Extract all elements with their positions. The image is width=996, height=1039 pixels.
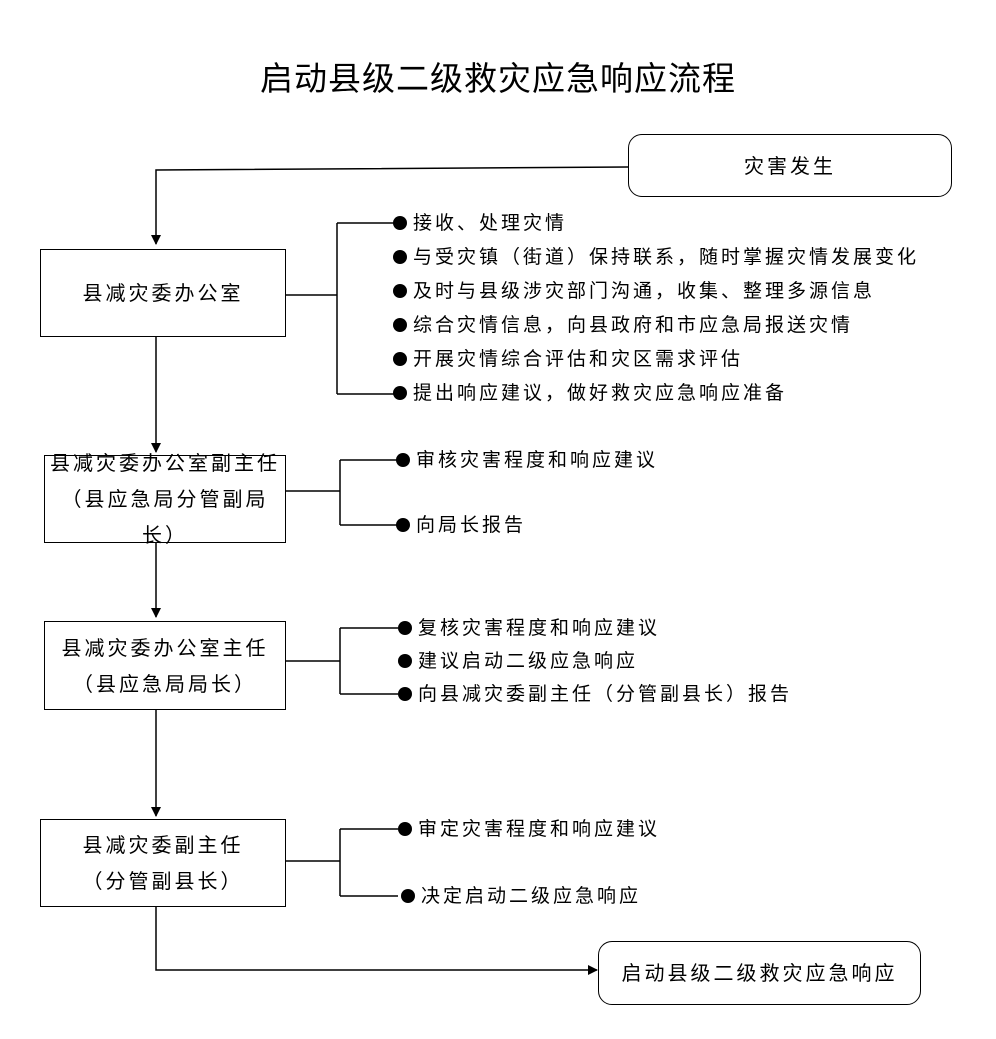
step-1-item-4: 综合灾情信息，向县政府和市应急局报送灾情 <box>393 314 853 336</box>
end-label: 启动县级二级救灾应急响应 <box>621 961 898 985</box>
bullet-dot-icon <box>393 284 407 298</box>
step-4-item-1: 审定灾害程度和响应建议 <box>398 818 660 840</box>
bullet-dot-icon <box>396 518 410 532</box>
step-4-box: 县减灾委副主任 （分管副县长） <box>40 819 286 907</box>
step-1-box: 县减灾委办公室 <box>40 249 286 337</box>
step-1-item-1: 接收、处理灾情 <box>393 212 567 234</box>
start-node: 灾害发生 <box>628 134 952 197</box>
diagram-title: 启动县级二级救灾应急响应流程 <box>260 59 736 98</box>
step-4-label-line1: 县减灾委副主任 <box>82 833 244 857</box>
step-4-label-line2: （分管副县长） <box>82 869 244 893</box>
step-3-item-3: 向县减灾委副主任（分管副县长）报告 <box>398 683 792 705</box>
bullet-dot-icon <box>398 822 412 836</box>
step-2-label-line2: （县应急局分管副局长） <box>61 487 269 547</box>
step-3-label-line2: （县应急局局长） <box>73 671 257 696</box>
step-1-item-5: 开展灾情综合评估和灾区需求评估 <box>393 348 743 370</box>
start-label: 灾害发生 <box>744 153 836 178</box>
step-3-item-1: 复核灾害程度和响应建议 <box>398 617 660 639</box>
step-3-label-line1: 县减灾委办公室主任 <box>61 635 269 660</box>
bullet-dot-icon <box>393 250 407 264</box>
step-1-item-2: 与受灾镇（街道）保持联系，随时掌握灾情发展变化 <box>393 246 919 268</box>
step-1-item-6: 提出响应建议，做好救灾应急响应准备 <box>393 382 787 404</box>
step-1-label: 县减灾委办公室 <box>82 281 244 305</box>
bullet-dot-icon <box>393 352 407 366</box>
bullet-dot-icon <box>396 453 410 467</box>
step-3-box: 县减灾委办公室主任 （县应急局局长） <box>44 621 286 710</box>
step-2-item-2: 向局长报告 <box>396 514 526 536</box>
bullet-dot-icon <box>393 216 407 230</box>
bullet-dot-icon <box>398 687 412 701</box>
step-1-item-3: 及时与县级涉灾部门沟通，收集、整理多源信息 <box>393 280 875 302</box>
step-2-box: 县减灾委办公室副主任 （县应急局分管副局长） <box>44 451 286 547</box>
bullet-dot-icon <box>398 621 412 635</box>
bullet-dot-icon <box>393 318 407 332</box>
step-3-item-2: 建议启动二级应急响应 <box>398 650 638 672</box>
bullet-dot-icon <box>401 889 415 903</box>
step-2-label-line1: 县减灾委办公室副主任 <box>50 451 280 475</box>
step-4-item-2: 决定启动二级应急响应 <box>401 885 641 907</box>
bullet-dot-icon <box>393 386 407 400</box>
end-node: 启动县级二级救灾应急响应 <box>598 941 921 1005</box>
bullet-dot-icon <box>398 654 412 668</box>
arrow-step4-to-end <box>155 907 598 975</box>
arrow-start-to-step1 <box>151 166 629 245</box>
step-2-item-1: 审核灾害程度和响应建议 <box>396 449 658 471</box>
